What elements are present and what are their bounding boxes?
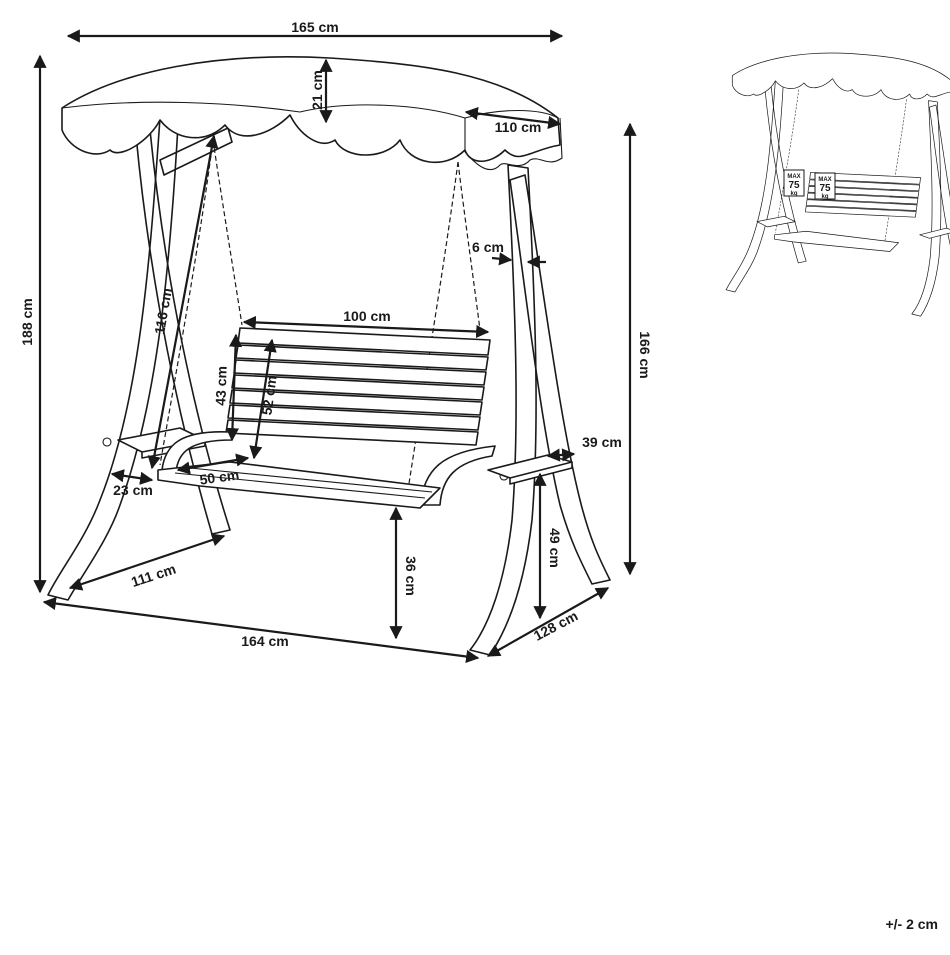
- label-seat-height: 36 cm: [403, 556, 419, 596]
- svg-text:kg: kg: [790, 191, 797, 197]
- label-table-depth: 23 cm: [113, 482, 153, 498]
- label-post-thickness: 6 cm: [472, 239, 504, 255]
- label-seat-width: 100 cm: [343, 308, 390, 324]
- tolerance-note: +/- 2 cm: [885, 916, 938, 932]
- dim-post-left: [491, 252, 513, 266]
- swing-thumbnail: [725, 52, 950, 317]
- label-canopy-height: 21 cm: [309, 70, 325, 110]
- dim-backrest-height: [225, 333, 243, 442]
- dim-table-depth: [110, 469, 154, 485]
- label-base-depth-right: 128 cm: [531, 607, 580, 643]
- label-backrest-height: 43 cm: [212, 366, 229, 406]
- label-seat-depth: 50 cm: [199, 466, 241, 487]
- dim-back-total: [249, 338, 277, 460]
- right-rear-leg: [509, 174, 611, 585]
- dim-base-depth-left: [68, 533, 226, 591]
- svg-text:kg: kg: [821, 194, 828, 200]
- right-rear-chain: [457, 161, 481, 331]
- dim-table-width: [546, 448, 576, 462]
- dim-base-width: [42, 596, 480, 664]
- max-load-badge-left: MAX 75 kg: [783, 169, 805, 197]
- label-canopy-depth: 110 cm: [495, 119, 542, 135]
- svg-text:75: 75: [788, 180, 800, 191]
- dimension-lines: [33, 29, 637, 664]
- dim-base-depth-right: [486, 587, 610, 657]
- label-total-height: 188 cm: [19, 298, 35, 345]
- label-back-total: 52 cm: [258, 375, 279, 417]
- max-load-badge-right: MAX 75 kg: [814, 172, 836, 200]
- label-chain-length: 116 cm: [151, 287, 175, 336]
- left-bolt: [102, 437, 112, 447]
- label-base-width: 164 cm: [241, 633, 288, 649]
- swing-main-illustration: [47, 56, 611, 656]
- label-table-width: 39 cm: [582, 434, 622, 450]
- svg-text:75: 75: [819, 183, 831, 194]
- svg-text:MAX: MAX: [787, 174, 800, 180]
- label-canopy-width: 165 cm: [291, 19, 338, 35]
- dim-seat-width: [242, 315, 490, 339]
- svg-text:MAX: MAX: [818, 177, 831, 183]
- label-inner-height: 166 cm: [637, 331, 653, 378]
- label-table-height: 49 cm: [547, 528, 563, 568]
- left-rear-chain: [212, 139, 243, 326]
- dim-chain-length: [147, 134, 219, 470]
- right-side-table: [487, 454, 573, 485]
- dim-seat-depth: [176, 453, 250, 475]
- dim-canopy-depth: [464, 106, 562, 130]
- left-front-leg: [47, 117, 179, 601]
